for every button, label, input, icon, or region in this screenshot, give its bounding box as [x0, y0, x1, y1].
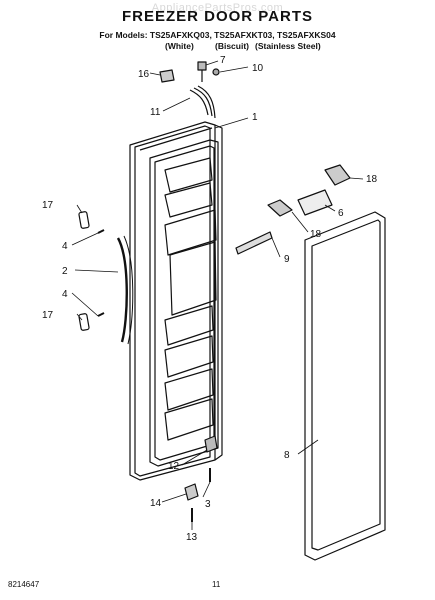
callout-label: 14	[150, 498, 162, 509]
callout-label: 17	[42, 310, 54, 321]
callout-label: 9	[284, 254, 290, 265]
callout-label: 18	[310, 229, 322, 240]
callout-label: 7	[220, 55, 226, 66]
color-stainless: (Stainless Steel)	[255, 41, 321, 51]
callout-label: 13	[186, 532, 198, 543]
leader-lines	[71, 60, 364, 530]
shelf-bracket	[267, 164, 351, 217]
callout-label: 11	[150, 107, 161, 118]
trim-bar	[235, 231, 273, 255]
door-gasket	[304, 211, 386, 561]
watermark-text: AppliancePartsPros.com	[151, 2, 284, 14]
callout-label: 6	[338, 208, 344, 219]
callout-label: 2	[62, 266, 68, 277]
callout-label: 4	[62, 241, 68, 252]
models-line: For Models: TS25AFXKQ03, TS25AFXKT03, TS…	[99, 30, 336, 40]
callout-label: 4	[62, 289, 68, 300]
top-hinge-parts	[159, 61, 220, 119]
part-number: 8214647	[8, 580, 40, 589]
diagram-title: FREEZER DOOR PARTS	[121, 8, 314, 25]
callout-label: 17	[42, 200, 54, 211]
door-shelves	[164, 157, 217, 441]
page-number: 11	[212, 580, 221, 589]
callout-label: 18	[366, 174, 378, 185]
callout-label: 16	[138, 69, 150, 80]
callout-label: 8	[284, 450, 290, 461]
callout-label: 12	[168, 461, 180, 472]
door-handle	[116, 235, 134, 345]
callout-label: 3	[205, 499, 211, 510]
bottom-hinge-parts	[184, 435, 218, 522]
color-white: (White)	[165, 41, 194, 51]
callout-label: 1	[252, 112, 258, 123]
callout-label: 10	[252, 63, 264, 74]
callout-labels: 16 7 10 11 1 18 6 17 4 2 9 18 4 17 8 12 …	[42, 55, 378, 543]
handle-caps	[78, 211, 105, 331]
color-biscuit: (Biscuit)	[215, 41, 249, 51]
door-panel	[129, 121, 223, 481]
